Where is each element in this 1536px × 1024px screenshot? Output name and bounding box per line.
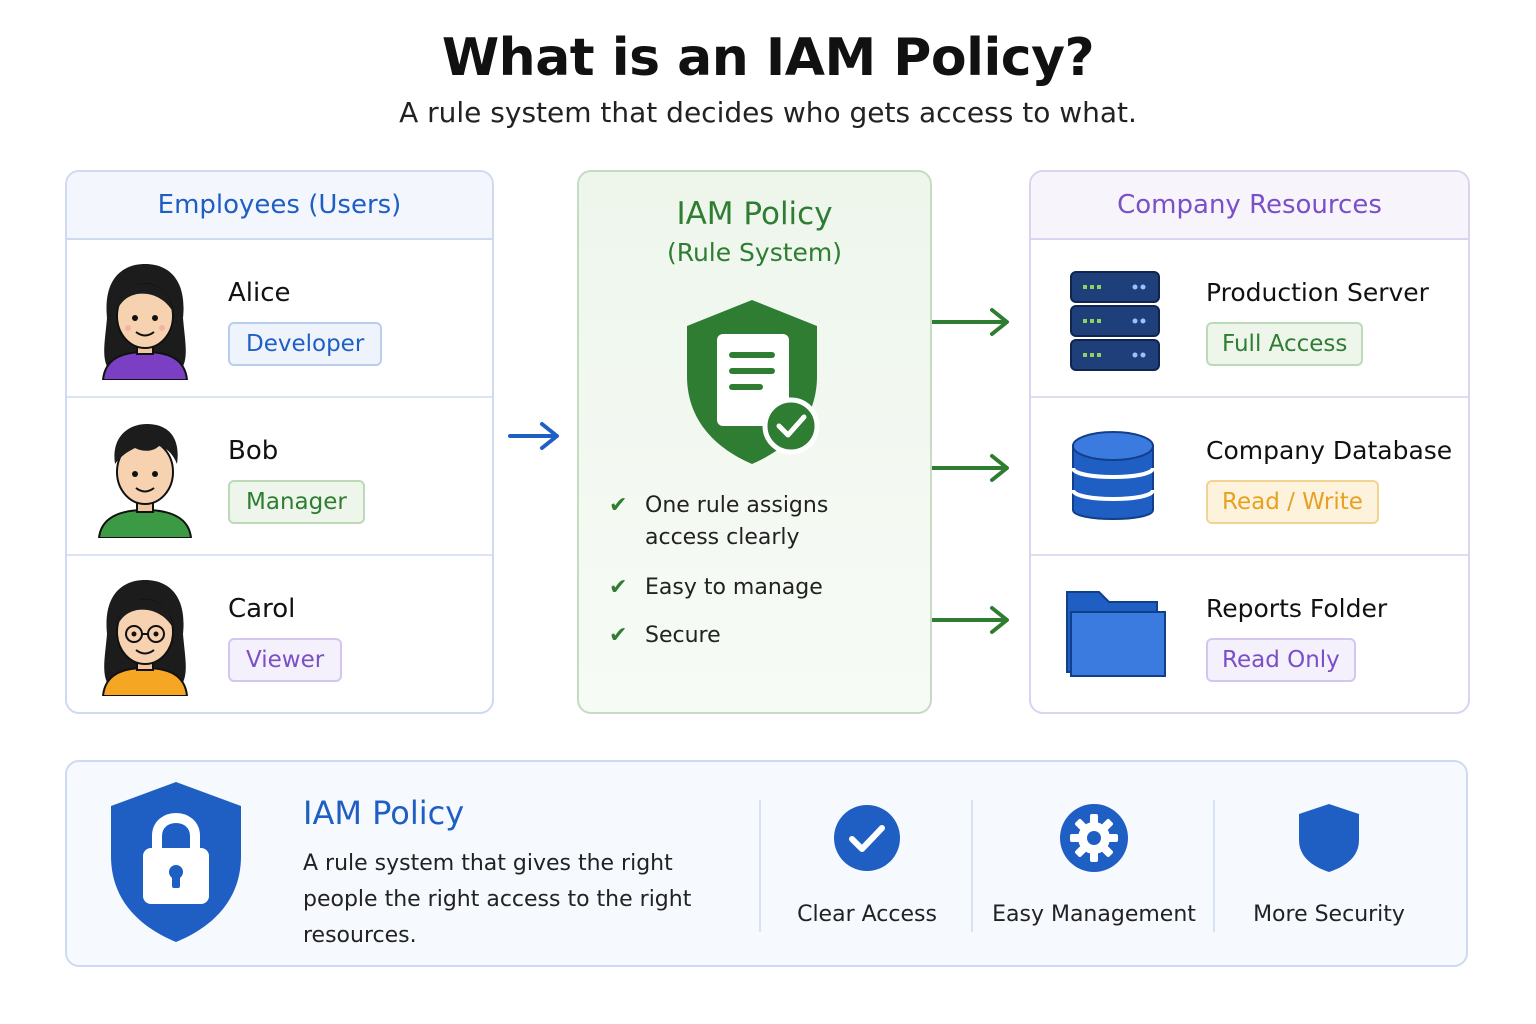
divider bbox=[759, 800, 761, 932]
feature-label: Clear Access bbox=[797, 902, 937, 927]
check-circle-icon bbox=[834, 805, 900, 871]
feature-easy-management: Easy Management bbox=[979, 802, 1209, 927]
policy-check-item: ✔ Secure bbox=[609, 620, 721, 652]
policy-check-item: ✔ Easy to manage bbox=[609, 572, 823, 604]
policy-title: IAM Policy bbox=[676, 196, 833, 232]
gear-icon bbox=[1060, 804, 1128, 872]
resource-name: Reports Folder bbox=[1206, 594, 1388, 623]
carol-avatar-icon bbox=[101, 580, 189, 696]
access-badge: Read Only bbox=[1206, 638, 1356, 682]
role-badge: Viewer bbox=[228, 638, 343, 682]
divider bbox=[1213, 800, 1215, 932]
policy-check-text: Secure bbox=[645, 623, 721, 648]
resource-name: Company Database bbox=[1206, 436, 1453, 465]
resource-name: Production Server bbox=[1206, 278, 1429, 307]
user-name: Bob bbox=[228, 436, 279, 466]
policy-subtitle: (Rule System) bbox=[666, 238, 843, 267]
users-to-policy-arrow-icon bbox=[508, 422, 559, 450]
feature-label: More Security bbox=[1253, 902, 1405, 927]
summary-panel: IAM Policy A rule system that gives the … bbox=[65, 760, 1468, 967]
shield-icon bbox=[1299, 804, 1359, 872]
checkmark-icon: ✔ bbox=[609, 623, 628, 648]
access-badge: Read / Write bbox=[1206, 480, 1379, 524]
server-icon bbox=[1070, 271, 1160, 371]
user-row-bob: Bob Manager bbox=[67, 398, 492, 556]
feature-label: Easy Management bbox=[992, 902, 1196, 927]
user-name: Carol bbox=[228, 594, 296, 624]
policy-check-item: ✔ One rule assigns access clearly bbox=[609, 490, 909, 554]
resources-panel: Company Resources Production Server Full… bbox=[1029, 170, 1470, 714]
alice-avatar-icon bbox=[101, 264, 189, 380]
resource-row-database: Company Database Read / Write bbox=[1031, 398, 1468, 556]
checkmark-icon: ✔ bbox=[609, 575, 628, 600]
employees-panel: Employees (Users) Alice Developer Bob Ma… bbox=[65, 170, 494, 714]
checkmark-icon: ✔ bbox=[609, 493, 628, 518]
user-row-carol: Carol Viewer bbox=[67, 556, 492, 712]
policy-check-text: One rule assigns access clearly bbox=[645, 493, 829, 550]
divider bbox=[971, 800, 973, 932]
policy-to-folder-arrow-icon bbox=[932, 606, 1009, 634]
policy-to-database-arrow-icon bbox=[932, 454, 1009, 482]
access-badge: Full Access bbox=[1206, 322, 1364, 366]
policy-check-text: Easy to manage bbox=[645, 575, 823, 600]
database-icon bbox=[1071, 431, 1155, 520]
feature-clear-access: Clear Access bbox=[767, 802, 967, 927]
lock-shield-icon bbox=[111, 782, 241, 942]
user-row-alice: Alice Developer bbox=[67, 240, 492, 398]
user-name: Alice bbox=[228, 278, 291, 308]
policy-panel: IAM Policy (Rule System) ✔ One rule assi… bbox=[577, 170, 932, 714]
policy-shield-icon bbox=[687, 300, 820, 464]
resources-panel-title: Company Resources bbox=[1031, 172, 1468, 240]
resource-row-folder: Reports Folder Read Only bbox=[1031, 556, 1468, 712]
policy-to-server-arrow-icon bbox=[932, 308, 1009, 336]
page-subtitle: A rule system that decides who gets acce… bbox=[399, 96, 1137, 129]
resource-row-server: Production Server Full Access bbox=[1031, 240, 1468, 398]
feature-more-security: More Security bbox=[1219, 802, 1439, 927]
summary-description: A rule system that gives the right peopl… bbox=[303, 851, 692, 948]
bob-avatar-icon bbox=[97, 424, 193, 538]
role-badge: Manager bbox=[228, 480, 365, 524]
folder-icon bbox=[1066, 591, 1166, 677]
employees-panel-title: Employees (Users) bbox=[67, 172, 492, 240]
summary-title: IAM Policy bbox=[303, 794, 465, 832]
role-badge: Developer bbox=[228, 322, 383, 366]
page-title: What is an IAM Policy? bbox=[441, 28, 1095, 88]
